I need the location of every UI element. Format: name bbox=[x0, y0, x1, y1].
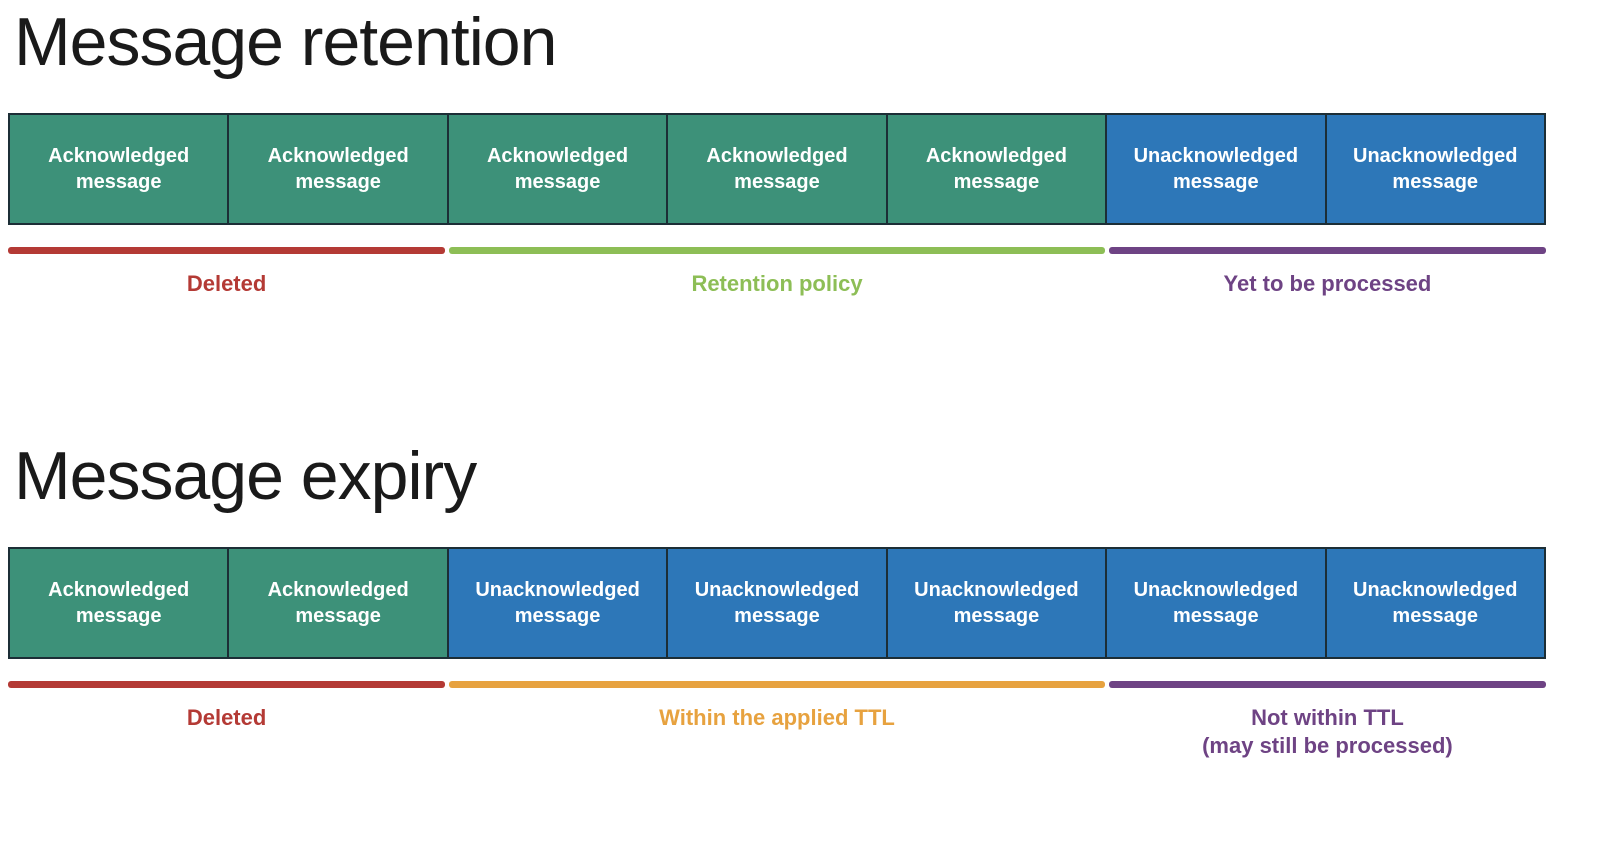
timeline-segment-pending bbox=[1108, 681, 1546, 689]
timeline-segment-label: Not within TTL (may still be processed) bbox=[1202, 705, 1453, 758]
unacknowledged-message-box: Unacknowledged message bbox=[1324, 547, 1546, 660]
unacknowledged-message-box: Unacknowledged message bbox=[885, 547, 1108, 660]
timeline-labels: Deleted Retention policy Yet to be process… bbox=[8, 270, 1546, 298]
acknowledged-message-box: Acknowledged message bbox=[885, 113, 1108, 226]
timeline-segment-retention bbox=[449, 247, 1105, 255]
timeline-segment-label: Retention policy bbox=[691, 271, 863, 297]
timeline-segment-label: Yet to be processed bbox=[1223, 271, 1432, 297]
timeline-labels: Deleted Within the applied TTL Not within … bbox=[8, 704, 1546, 759]
acknowledged-message-box: Acknowledged message bbox=[227, 113, 449, 226]
timeline-segment-label: Within the applied TTL bbox=[659, 705, 895, 731]
unacknowledged-message-box: Unacknowledged message bbox=[1105, 113, 1327, 226]
unacknowledged-message-box: Unacknowledged message bbox=[1324, 113, 1546, 226]
acknowledged-message-box: Acknowledged message bbox=[666, 113, 888, 226]
section-title: Message retention bbox=[14, 4, 557, 80]
timeline-segment-deleted bbox=[8, 247, 446, 255]
unacknowledged-message-box: Unacknowledged message bbox=[666, 547, 888, 660]
unacknowledged-message-box: Unacknowledged message bbox=[446, 547, 669, 660]
timeline-segment-label: Deleted bbox=[186, 271, 267, 297]
timeline-segment-label: Deleted bbox=[186, 705, 267, 731]
acknowledged-message-box: Acknowledged message bbox=[227, 547, 449, 660]
timeline-bar bbox=[8, 247, 1546, 255]
acknowledged-message-box: Acknowledged message bbox=[8, 113, 230, 226]
acknowledged-message-box: Acknowledged message bbox=[8, 547, 230, 660]
timeline-segment-ttl bbox=[449, 681, 1105, 689]
section-title: Message expiry bbox=[14, 437, 477, 514]
unacknowledged-message-box: Unacknowledged message bbox=[1105, 547, 1327, 660]
timeline-segment-deleted bbox=[8, 681, 446, 689]
timeline-segment-pending bbox=[1108, 247, 1546, 255]
timeline-bar bbox=[8, 681, 1546, 689]
acknowledged-message-box: Acknowledged message bbox=[446, 113, 669, 226]
